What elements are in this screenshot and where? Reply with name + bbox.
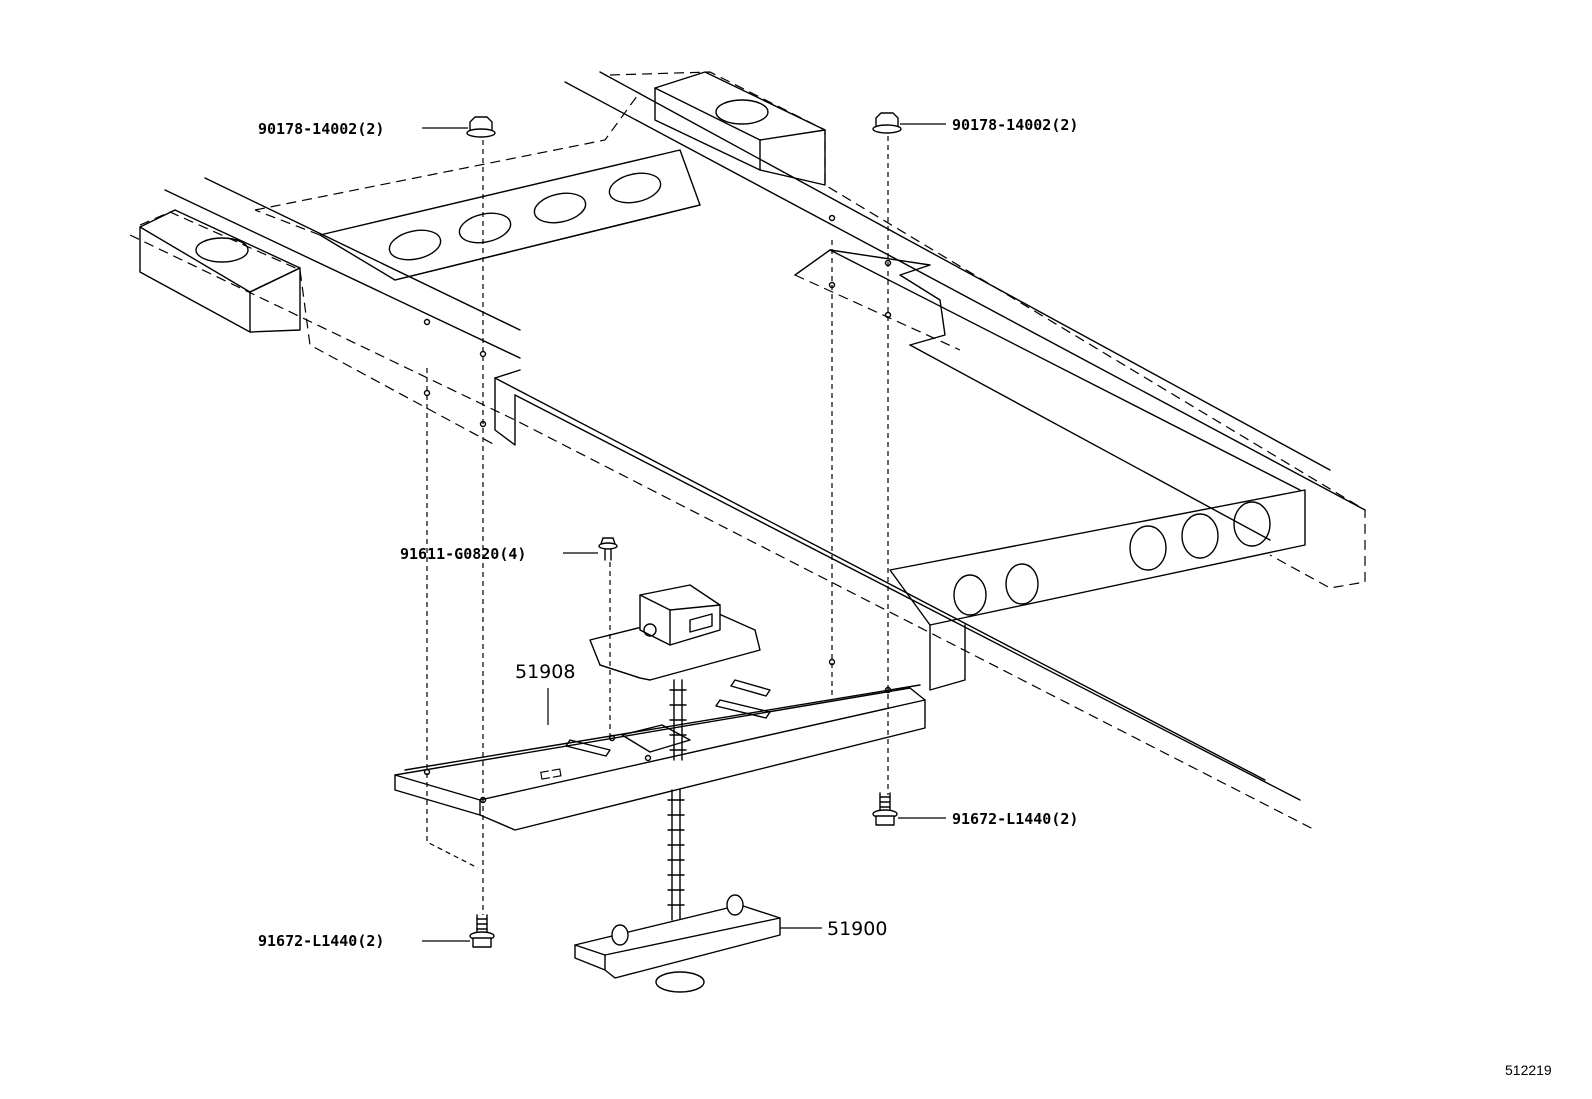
spare-tire-hoist (589, 584, 761, 681)
bolt-top-right (872, 112, 902, 134)
leader-lines (422, 123, 946, 942)
vehicle-frame (129, 71, 1366, 831)
tire-carrier-plate (574, 894, 781, 993)
bolt-bottom-right (872, 792, 898, 826)
callout-bolt-bottom-left: 91672-L1440(2) (258, 932, 384, 950)
callout-bolt-bottom-right: 91672-L1440(2) (952, 810, 1078, 828)
bolt-top-left (466, 116, 496, 138)
bolt-bottom-left (469, 914, 495, 948)
assembly-lines (426, 136, 889, 915)
callout-bracket: 51908 (515, 661, 575, 683)
figure-number: 512219 (1505, 1062, 1552, 1078)
bolt-small-screw (598, 537, 618, 561)
hoist-chain (667, 679, 687, 921)
callout-carrier: 51900 (827, 918, 887, 940)
callout-bolt-small: 91611-G0820(4) (400, 545, 526, 563)
spare-carrier-bracket: ⊏⊐ (394, 658, 926, 831)
svg-text:⊏⊐: ⊏⊐ (538, 763, 564, 783)
callout-bolt-top-left: 90178-14002(2) (258, 120, 384, 138)
callout-bolt-top-right: 90178-14002(2) (952, 116, 1078, 134)
